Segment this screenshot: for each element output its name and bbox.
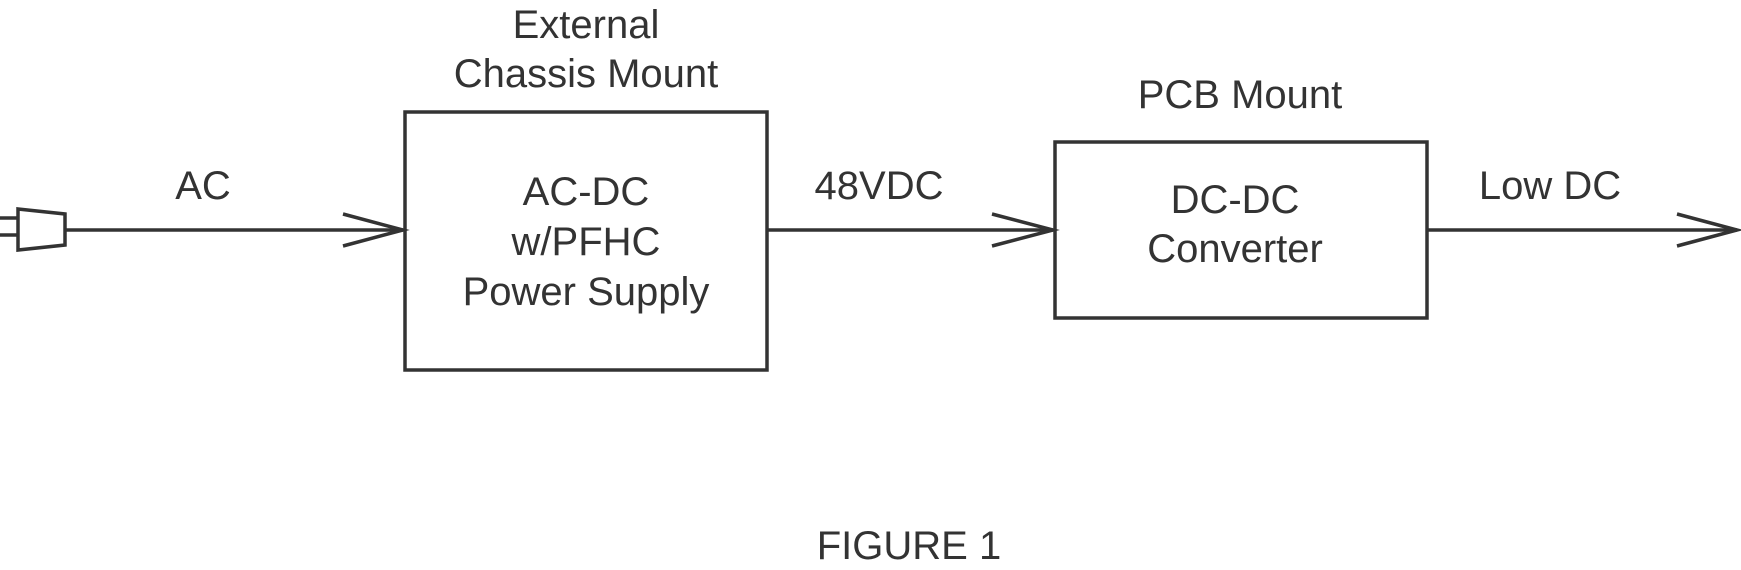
- ac-dc-mount-label-line-1: External: [513, 3, 660, 47]
- 48vdc-connection-label: 48VDC: [815, 164, 944, 208]
- ac-dc-block-text-line-2: w/PFHC: [511, 220, 661, 264]
- figure-caption: FIGURE 1: [817, 524, 1001, 568]
- 48vdc-arrowhead: [991, 212, 1060, 248]
- dc-dc-block-text-line-1: DC-DC: [1171, 178, 1300, 222]
- dc-dc-mount-label: PCB Mount: [1138, 73, 1343, 117]
- low-dc-arrowhead: [1676, 212, 1741, 248]
- ac-dc-block-text-line-1: AC-DC: [523, 170, 650, 214]
- ac-dc-mount-label-line-2: Chassis Mount: [454, 52, 719, 96]
- ac-dc-block-text-line-3: Power Supply: [463, 270, 710, 314]
- power-plug-icon: [0, 207, 67, 252]
- low-dc-connection-label: Low DC: [1479, 164, 1621, 208]
- dc-dc-block-text-line-2: Converter: [1147, 227, 1323, 271]
- ac-connection-label: AC: [175, 164, 231, 208]
- ac-dc-power-supply-block: [403, 110, 769, 372]
- ac-arrowhead: [342, 212, 410, 248]
